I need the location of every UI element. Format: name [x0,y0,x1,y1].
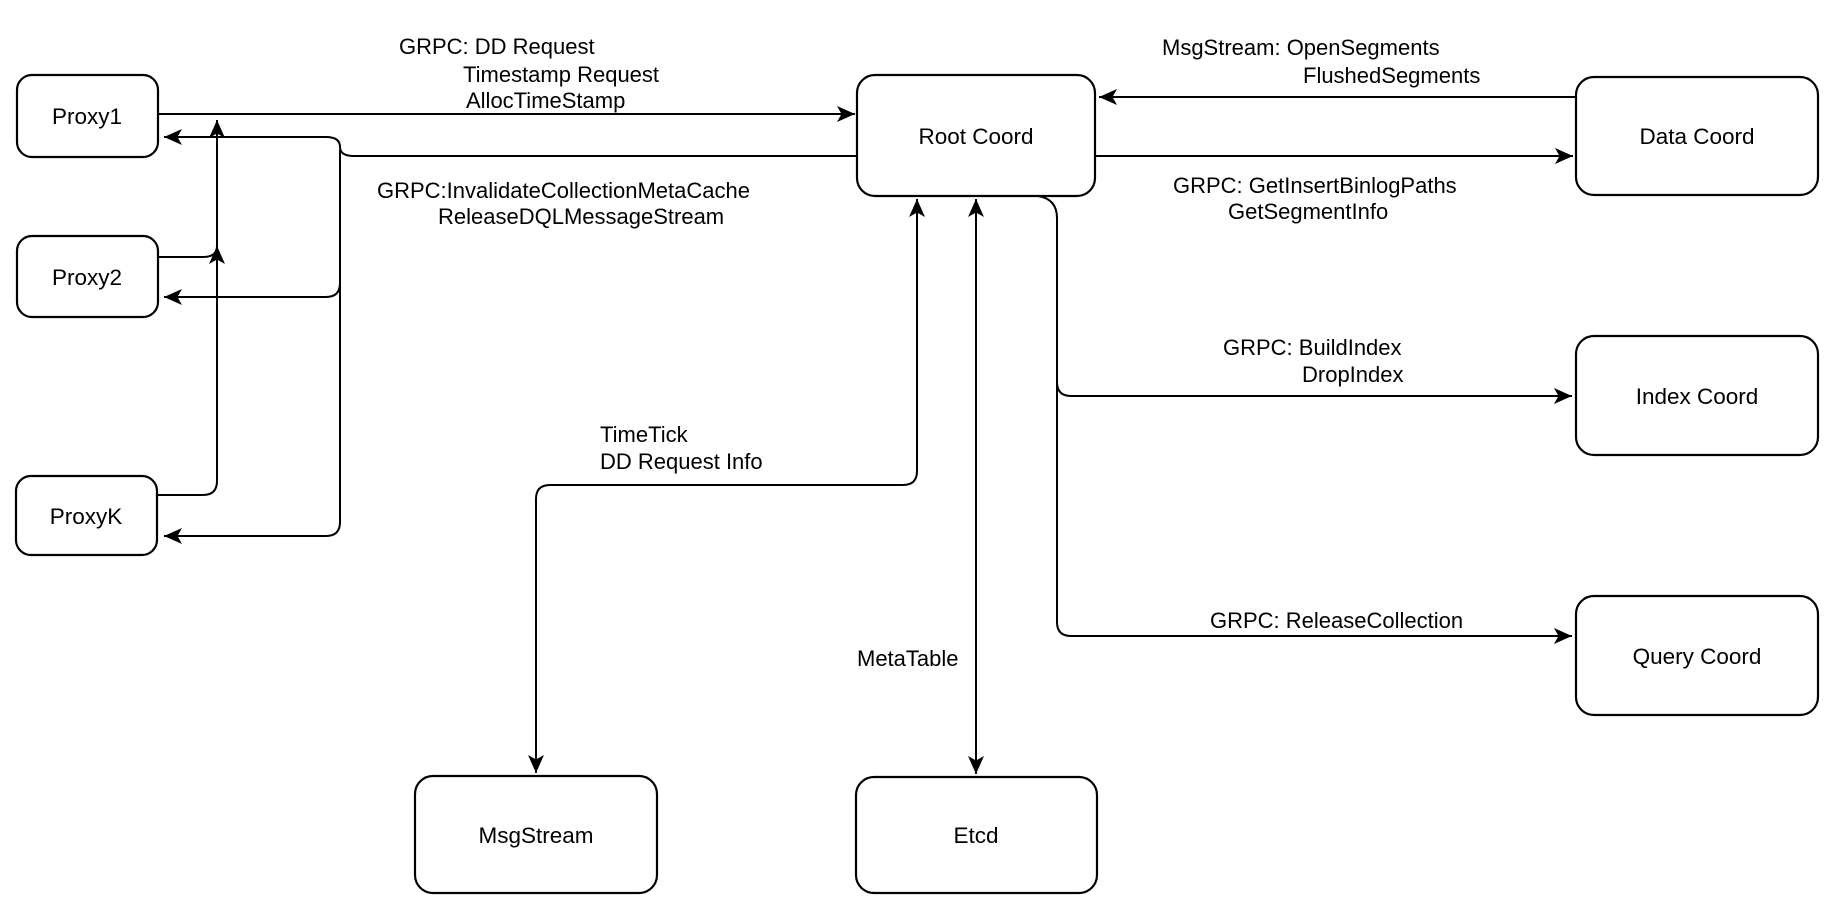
node-proxy2-box [15,234,160,319]
nodes: Proxy1 Proxy2 ProxyK Root Coord Data Coo… [14,73,1820,895]
label-root-to-proxies: GRPC:InvalidateCollectionMetaCache Relea… [377,178,750,229]
node-index-coord-box [1574,334,1820,457]
node-query-coord: Query Coord [1574,594,1820,717]
edges [157,89,1576,774]
label-root-to-data: GRPC: GetInsertBinlogPaths GetSegmentInf… [1173,173,1457,224]
node-proxyk: ProxyK [14,474,159,557]
node-proxyk-label: ProxyK [50,504,123,529]
node-index-coord: Index Coord [1574,334,1820,457]
edge-proxy2-merge-up [158,245,225,265]
label-data-to-root: MsgStream: OpenSegments FlushedSegments [1162,35,1480,88]
node-etcd-label: Etcd [953,823,998,848]
label-proxies-to-root: GRPC: DD Request Timestamp Request Alloc… [399,34,659,113]
node-query-coord-box [1574,594,1820,717]
edge-label-line: TimeTick [600,422,689,447]
edge-rootcoord-to-querycoord [1037,195,1572,644]
node-proxy1: Proxy1 [15,73,160,159]
edge-label-line: GRPC: DD Request [399,34,595,59]
edge-label-line: GRPC: GetInsertBinlogPaths [1173,173,1457,198]
label-root-to-index: GRPC: BuildIndex DropIndex [1223,335,1404,387]
label-root-to-query: GRPC: ReleaseCollection [1210,608,1463,633]
node-proxy1-box [15,73,160,159]
edge-label-line: MsgStream: OpenSegments [1162,35,1440,60]
edge-rootcoord-to-proxy1 [164,129,857,157]
node-msgstream-label: MsgStream [478,823,593,848]
node-data-coord: Data Coord [1574,75,1820,197]
node-proxy2: Proxy2 [15,234,160,319]
node-root-coord-box [855,73,1097,198]
edge-label-line: MetaTable [857,646,959,671]
node-query-coord-label: Query Coord [1633,644,1762,669]
node-data-coord-box [1574,75,1820,197]
node-root-coord: Root Coord [855,73,1097,198]
edge-label-line: ReleaseDQLMessageStream [438,204,724,229]
edge-label-line: GRPC:InvalidateCollectionMetaCache [377,178,750,203]
node-data-coord-label: Data Coord [1639,124,1754,149]
node-msgstream-box [413,774,659,895]
edge-rootcoord-to-indexcoord [1056,381,1572,404]
label-root-etcd: MetaTable [857,646,959,671]
node-msgstream: MsgStream [413,774,659,895]
node-etcd: Etcd [854,775,1099,895]
edge-label-line: DD Request Info [600,449,763,474]
edge-proxyk-merge-up [157,120,225,496]
edge-rootcoord-msgstream [528,199,925,773]
node-index-coord-label: Index Coord [1636,384,1759,409]
node-root-coord-label: Root Coord [918,124,1033,149]
node-proxy2-label: Proxy2 [52,265,122,290]
node-proxy1-label: Proxy1 [52,104,122,129]
edge-label-line: AllocTimeStamp [466,88,625,113]
edge-rootcoord-to-proxy2 [164,282,341,305]
node-proxyk-box [14,474,159,557]
node-etcd-box [854,775,1099,895]
edge-label-line: DropIndex [1302,362,1404,387]
edge-label-line: GRPC: ReleaseCollection [1210,608,1463,633]
edge-label-line: Timestamp Request [463,62,659,87]
edge-label-line: GetSegmentInfo [1228,199,1388,224]
edge-labels: GRPC: DD Request Timestamp Request Alloc… [377,34,1480,671]
label-root-msgstream: TimeTick DD Request Info [600,422,763,474]
edge-label-line: GRPC: BuildIndex [1223,335,1402,360]
edge-label-line: FlushedSegments [1303,63,1480,88]
edge-rootcoord-to-proxyk [164,150,341,544]
